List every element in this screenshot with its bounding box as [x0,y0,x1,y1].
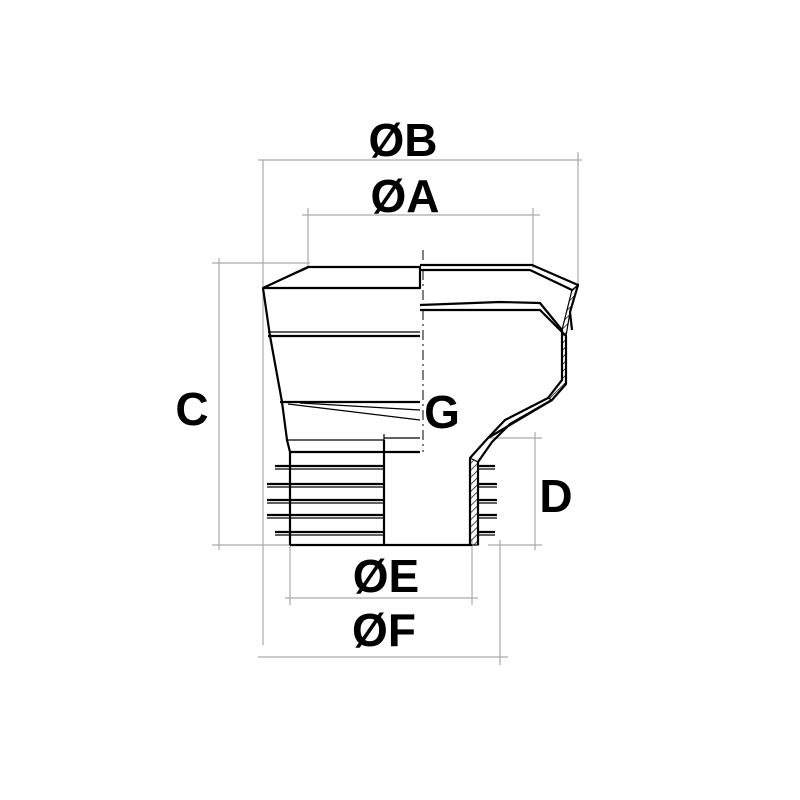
pan-connector-exterior-view [261,265,472,547]
label-height-c: C [175,383,208,435]
pan-connector-section-view [383,263,580,546]
label-dia-a: ØA [371,170,440,222]
fins-right [478,464,497,536]
fins-left [267,464,384,545]
label-dia-e: ØE [353,550,419,602]
label-offset-g: G [424,386,460,438]
label-dia-f: ØF [352,604,416,656]
label-height-d: D [539,470,572,522]
label-dia-b: ØB [369,114,438,166]
